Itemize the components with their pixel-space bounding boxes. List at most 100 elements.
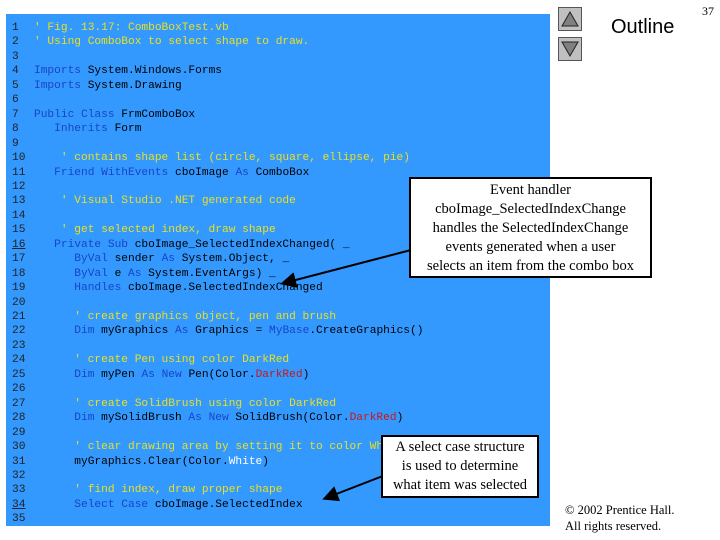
code-token: cboImage.SelectedIndex [154, 498, 303, 511]
line-number: 19 [12, 282, 26, 295]
line-number: 7 [12, 108, 19, 121]
code-token: myGraphics [101, 325, 175, 338]
line-number: 28 [12, 412, 26, 425]
code-text: ' contains shape list (circle, square, e… [34, 151, 410, 165]
code-token: ' Visual Studio .NET generated code [34, 195, 296, 208]
code-text: ' create SolidBrush using color DarkRed [34, 397, 336, 411]
code-token: Imports [34, 79, 88, 92]
line-number: 1 [12, 22, 19, 34]
line-number: 25 [12, 368, 26, 381]
code-text: ' get selected index, draw shape [34, 223, 276, 237]
code-token: Dim [34, 412, 102, 425]
code-token: As [175, 325, 196, 338]
line-number: 15 [12, 224, 26, 237]
code-text: ' create Pen using color DarkRed [34, 353, 289, 367]
code-token: myPen [101, 368, 142, 381]
line-number: 32 [12, 469, 26, 482]
code-text: Dim myPen As New Pen(Color.DarkRed) [34, 368, 309, 382]
code-text: Private Sub cboImage_SelectedIndexChange… [34, 238, 350, 252]
code-token: System.Object, _ [181, 253, 290, 266]
code-token: Private Sub [34, 238, 135, 251]
code-token: e [114, 267, 129, 280]
code-token: Public Class [34, 108, 122, 121]
line-number: 6 [12, 94, 19, 107]
code-token: System.Drawing [87, 79, 182, 92]
line-number: 26 [12, 383, 26, 396]
line-number: 9 [12, 137, 19, 150]
code-text: ' Fig. 13.17: ComboBoxTest.vb [34, 21, 229, 35]
line-number: 17 [12, 253, 26, 266]
code-token: As [235, 166, 256, 179]
code-text: Friend WithEvents cboImage As ComboBox [34, 166, 309, 180]
line-number: 21 [12, 311, 26, 323]
code-token: .CreateGraphics() [309, 325, 424, 338]
code-token: ) [262, 455, 269, 468]
line-number: 4 [12, 65, 19, 78]
callout-line: A select case structure [395, 439, 525, 455]
code-text: Public Class FrmComboBox [34, 108, 195, 122]
code-token: ByVal [34, 253, 115, 266]
line-number: 24 [12, 354, 26, 367]
code-token: Form [114, 123, 142, 136]
line-number: 10 [12, 152, 26, 165]
code-text: ' clear drawing area by setting it to co… [34, 440, 403, 454]
code-token: As New [141, 368, 189, 381]
code-token: ' get selected index, draw shape [34, 224, 276, 237]
code-token: Dim [34, 368, 102, 381]
code-token: SolidBrush(Color. [235, 412, 350, 425]
code-token: ' create graphics object, pen and brush [34, 311, 337, 323]
code-token: myGraphics.Clear(Color. [34, 455, 229, 468]
callout-line: cboImage_SelectedIndexChange [435, 201, 626, 217]
code-token: cboImage.SelectedIndexChanged [128, 282, 323, 295]
code-text: myGraphics.Clear(Color.White) [34, 455, 269, 469]
code-token: sender [114, 253, 162, 266]
code-token: DarkRed [255, 368, 303, 381]
code-text: ByVal e As System.EventArgs) _ [34, 267, 275, 281]
line-number: 35 [12, 513, 26, 526]
code-token: ) [302, 368, 310, 381]
code-text: Select Case cboImage.SelectedIndex [34, 498, 303, 512]
code-token: As New [188, 412, 236, 425]
callout-line: what item was selected [392, 477, 528, 493]
line-number: 3 [12, 50, 19, 63]
code-text: ' Visual Studio .NET generated code [34, 194, 296, 208]
code-token: Pen(Color. [188, 368, 256, 381]
code-token: As [128, 267, 149, 280]
code-token: mySolidBrush [101, 412, 189, 425]
line-number: 29 [12, 426, 26, 439]
line-number: 13 [12, 195, 26, 208]
code-token: ' contains shape list (circle, square, e… [34, 152, 410, 165]
code-text: ' create graphics object, pen and brush [34, 310, 336, 324]
code-token: MyBase [269, 325, 310, 338]
line-number: 23 [12, 339, 26, 352]
code-text: Dim mySolidBrush As New SolidBrush(Color… [34, 411, 403, 425]
copyright-line: © 2002 Prentice Hall. [565, 503, 675, 517]
code-text: Imports System.Drawing [34, 79, 182, 93]
code-text: ByVal sender As System.Object, _ [34, 252, 289, 266]
line-number: 33 [12, 484, 26, 497]
next-slide-button[interactable] [558, 37, 582, 61]
code-token: System.Windows.Forms [87, 65, 222, 78]
code-token: cboImage_SelectedIndexChanged( _ [134, 238, 350, 251]
code-token: Handles [34, 282, 128, 295]
code-token: As [161, 253, 182, 266]
code-token: Inherits [34, 123, 115, 136]
copyright-notice: © 2002 Prentice Hall. All rights reserve… [565, 502, 674, 534]
code-token: Select Case [34, 498, 155, 511]
line-number: 12 [12, 180, 26, 193]
outline-label[interactable]: Outline [611, 16, 675, 38]
code-token: ) [396, 412, 404, 425]
line-number: 11 [12, 166, 26, 179]
line-number: 30 [12, 441, 26, 454]
line-number: 22 [12, 325, 26, 338]
code-token: ByVal [34, 267, 115, 280]
code-text: Dim myGraphics As Graphics = MyBase.Crea… [34, 324, 423, 338]
code-text: ' find index, draw proper shape [34, 483, 282, 497]
callout-line: selects an item from the combo box [427, 258, 634, 274]
callout-line: events generated when a user [445, 239, 616, 255]
callout-line: handles the SelectedIndexChange [432, 220, 629, 236]
code-token: DarkRed [349, 412, 397, 425]
event-handler-callout: Event handler cboImage_SelectedIndexChan… [409, 177, 652, 278]
previous-slide-button[interactable] [558, 7, 582, 31]
triangle-down-icon [561, 41, 579, 58]
